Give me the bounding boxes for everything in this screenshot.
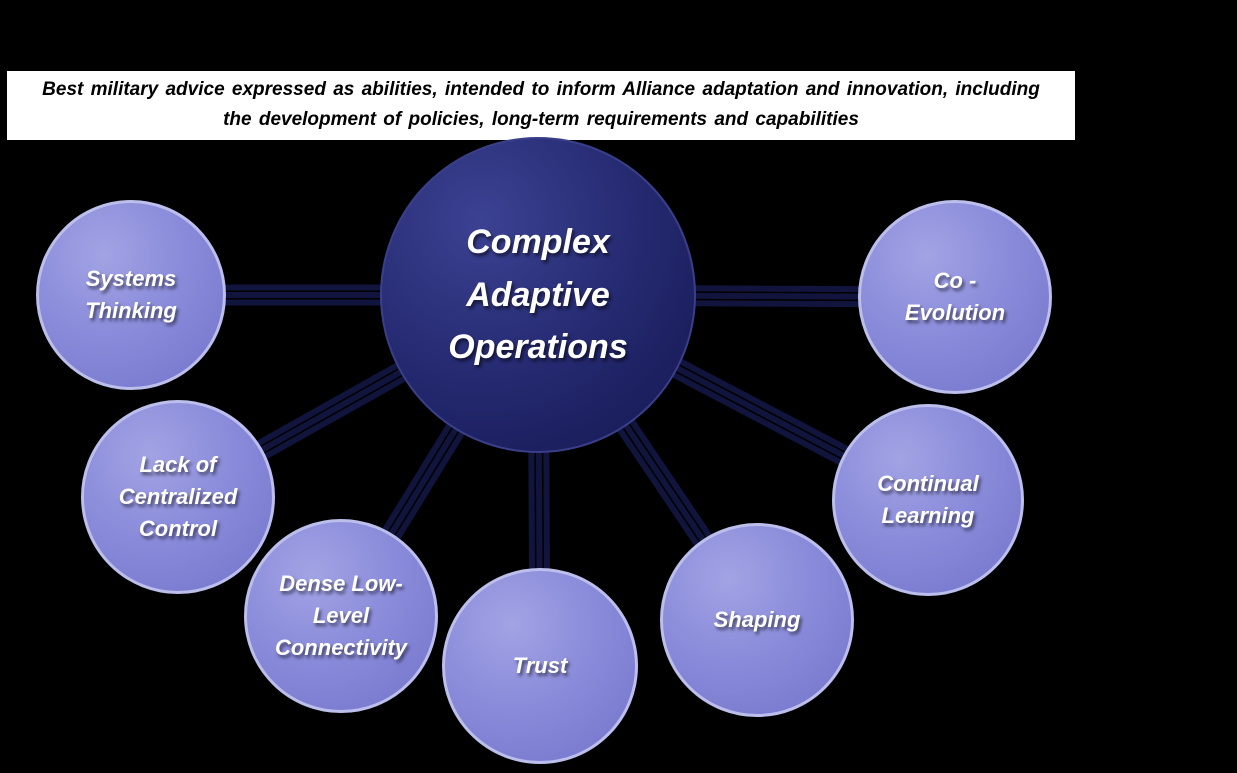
node-label: Trust [512, 653, 568, 679]
node-co-evolution: Co - Evolution [858, 200, 1052, 394]
center-node-label: Complex Adaptive Operations [448, 222, 628, 367]
node-dense-low-level-connectivity: Dense Low- Level Connectivity [244, 519, 438, 713]
node-complex-adaptive-operations: Complex Adaptive Operations [380, 137, 696, 453]
node-shaping: Shaping [660, 523, 854, 717]
node-systems-thinking: Systems Thinking [36, 200, 226, 390]
node-lack-of-centralized-control: Lack of Centralized Control [81, 400, 275, 594]
caption-banner: Best military advice expressed as abilit… [7, 71, 1075, 140]
node-trust: Trust [442, 568, 638, 764]
node-label: Lack of Centralized Control [118, 452, 238, 541]
node-label: Co - Evolution [904, 268, 1006, 325]
node-continual-learning: Continual Learning [832, 404, 1024, 596]
caption-text: Best military advice expressed as abilit… [42, 79, 1040, 131]
node-label: Systems Thinking [85, 266, 177, 323]
node-label: Shaping [713, 607, 801, 633]
node-label: Dense Low- Level Connectivity [274, 571, 408, 660]
node-label: Continual Learning [877, 471, 979, 528]
